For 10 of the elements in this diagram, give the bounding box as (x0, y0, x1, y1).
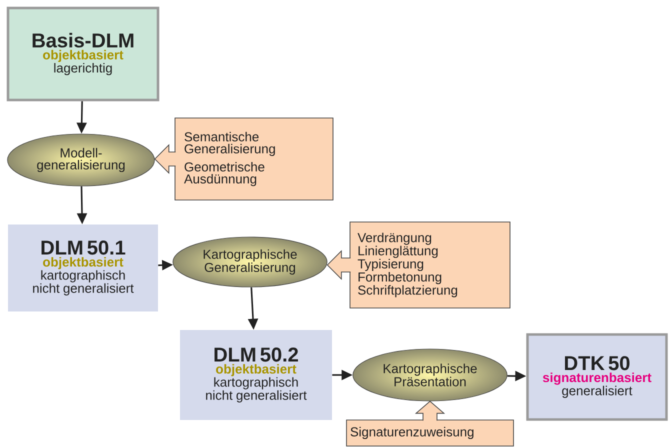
data-model-box: DLM 50.2 objektbasiert kartographisch nicht generalisiert (180, 330, 332, 420)
block-arrow (414, 400, 446, 421)
operation-box: Verdrängung Linienglättung Typisierung Formbetonung Schriftplatzierung (350, 222, 510, 308)
data-model-box: DLM 50.1 objektbasiert kartographisch nicht generalisiert (8, 224, 158, 312)
data-model-box: DTK 50 signaturenbasiert generalisiert (526, 333, 668, 421)
block-arrow (326, 250, 351, 280)
block-arrow (154, 144, 176, 174)
data-model-box: Basis-DLM objektbasiert lagerichtig (6, 6, 160, 102)
operation-box: Semantische Generalisierung Geometrische Ausdünnung (174, 118, 334, 200)
operation-box: Signaturenzuweisung (346, 420, 514, 446)
